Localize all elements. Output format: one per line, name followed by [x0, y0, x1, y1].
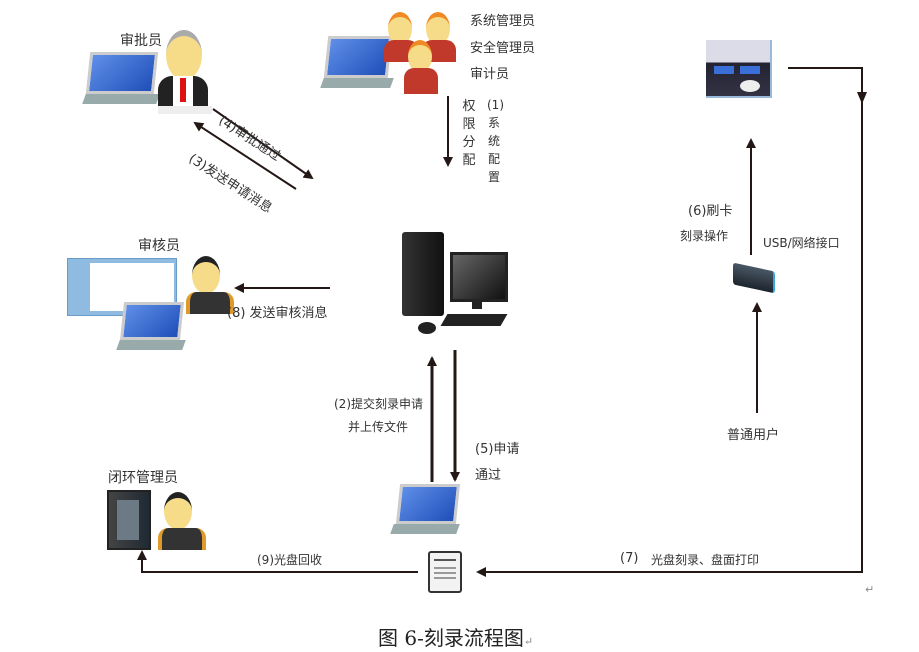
safe-icon — [107, 490, 151, 550]
arrow-step9 — [137, 550, 418, 573]
step2-label-line2: 并上传文件 — [348, 420, 409, 434]
arrow-step3 — [193, 121, 297, 190]
caption-paragraph-mark: ↵ — [523, 635, 534, 648]
step2-label-line1: (2)提交刻录申请 — [334, 397, 423, 411]
step7-label: 光盘刻录、盘面打印 — [651, 553, 760, 567]
paragraph-mark: ↵ — [865, 583, 875, 596]
document-icon — [428, 551, 462, 593]
figure-caption-text: 图 6-刻录流程图 — [378, 626, 524, 650]
step1-label-config: (1)系统配置 — [487, 98, 504, 184]
step8-label: (8) 发送审核消息 — [227, 306, 328, 321]
step6-interface-label: USB/网络接口 — [763, 236, 840, 250]
step5-label-line2: 通过 — [475, 468, 502, 483]
step6-label-line2: 刻录操作 — [680, 229, 729, 243]
laptop-icon — [116, 302, 186, 350]
disc-burner-icon — [706, 40, 772, 98]
step6-label-line1: (6)刷卡 — [688, 204, 733, 219]
admin-label-audit: 审计员 — [470, 67, 510, 82]
laptop-icon — [82, 52, 160, 104]
normal-user-label: 普通用户 — [727, 428, 780, 443]
user-laptop-icon — [390, 484, 461, 534]
approver-person-icon — [158, 30, 212, 114]
admin-label-security: 安全管理员 — [470, 41, 536, 56]
approver-label: 审批员 — [120, 33, 162, 49]
admin-label-system: 系统管理员 — [470, 14, 536, 29]
laptop-icon — [320, 36, 394, 88]
arrow-step4 — [212, 108, 314, 180]
arrow-step7 — [476, 67, 863, 577]
step9-label: (9)光盘回收 — [257, 553, 322, 567]
reviewer-person-icon — [186, 256, 234, 314]
closed-loop-admin-person-icon — [158, 492, 206, 550]
figure-caption: 图 6-刻录流程图↵ — [378, 622, 533, 651]
closed-loop-admin-label: 闭环管理员 — [108, 470, 178, 486]
step5-label-line1: (5)申请 — [475, 442, 520, 457]
step1-label-permission: 权限分配 — [462, 99, 476, 168]
reviewer-label: 审核员 — [138, 238, 180, 254]
step7-number: (7) — [620, 551, 639, 566]
